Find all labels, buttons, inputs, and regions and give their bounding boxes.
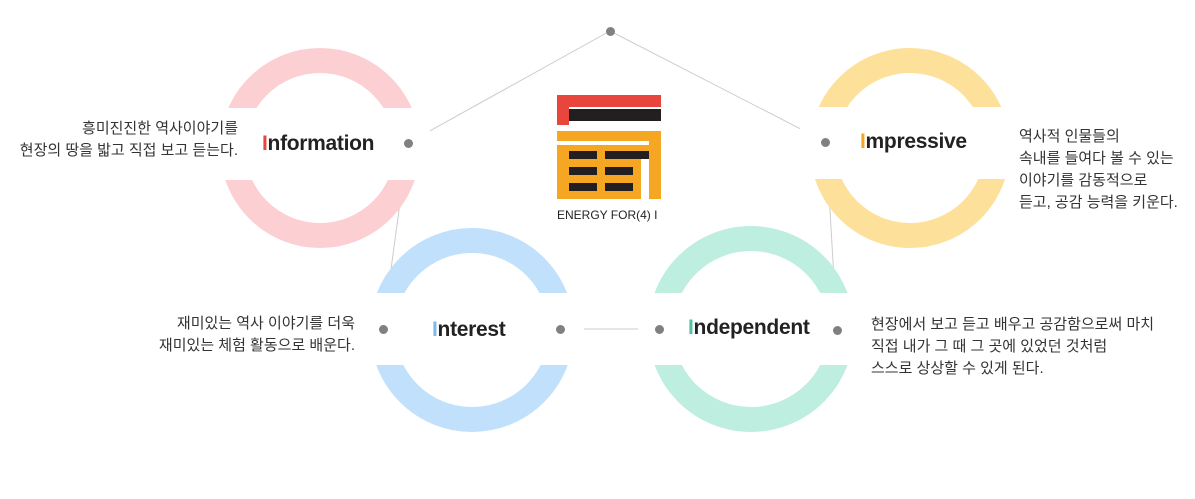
desc-interest: 재미있는 역사 이야기를 더욱 재미있는 체험 활동으로 배운다. bbox=[159, 313, 355, 357]
dot-independent-left bbox=[655, 325, 664, 334]
title-independent-initial: I bbox=[688, 316, 694, 339]
logo-black-bar-1 bbox=[569, 109, 661, 121]
desc-interest-line-2: 재미있는 체험 활동으로 배운다. bbox=[158, 337, 355, 354]
desc-impressive-line-4: 듣고, 공감 능력을 키운다. bbox=[1019, 194, 1178, 211]
desc-impressive-line-2: 속내를 들여다 볼 수 있는 bbox=[1019, 150, 1174, 167]
desc-interest-line-1: 재미있는 역사 이야기를 더욱 bbox=[176, 315, 355, 332]
dot-impressive bbox=[821, 138, 830, 147]
logo-black-bar-2 bbox=[569, 151, 597, 159]
logo-black-bar-4 bbox=[569, 167, 597, 175]
dot-interest-left bbox=[379, 325, 388, 334]
logo-white-gap-2 bbox=[641, 159, 649, 199]
title-information: Information bbox=[262, 132, 375, 156]
desc-independent-line-3: 스스로 상상할 수 있게 된다. bbox=[871, 360, 1044, 377]
title-interest-initial: I bbox=[432, 318, 438, 341]
title-impressive-initial: I bbox=[860, 130, 866, 153]
desc-information-line-2: 현장의 땅을 밟고 직접 보고 듣는다. bbox=[19, 142, 238, 159]
ring-gap-independent bbox=[638, 293, 864, 365]
desc-independent-line-1: 현장에서 보고 듣고 배우고 공감함으로써 마치 bbox=[871, 316, 1155, 333]
desc-independent-line-2: 직접 내가 그 때 그 곳에 있었던 것처럼 bbox=[871, 338, 1108, 355]
title-independent: Independent bbox=[688, 316, 810, 340]
ring-gap-interest bbox=[360, 293, 584, 365]
title-independent-rest: ndependent bbox=[693, 316, 810, 339]
logo-black-bar-7 bbox=[605, 183, 633, 191]
logo-red-hook bbox=[557, 95, 661, 125]
line-top-to-information bbox=[407, 30, 611, 144]
title-impressive: Impressive bbox=[860, 130, 967, 154]
logo-caption: ENERGY FOR(4) I bbox=[557, 208, 658, 222]
title-impressive-rest: mpressive bbox=[865, 130, 968, 153]
title-interest-rest: nterest bbox=[437, 318, 506, 341]
desc-information: 흥미진진한 역사이야기를 현장의 땅을 밟고 직접 보고 듣는다. bbox=[20, 118, 238, 162]
logo-black-bar-6 bbox=[569, 183, 597, 191]
dot-information bbox=[404, 139, 413, 148]
logo-black-bar-5 bbox=[605, 167, 633, 175]
ring-gap-information bbox=[210, 108, 430, 180]
dot-top bbox=[606, 27, 615, 36]
dot-interest-right bbox=[556, 325, 565, 334]
desc-impressive-line-1: 역사적 인물들의 bbox=[1019, 128, 1120, 145]
energy-for-i-logo bbox=[557, 95, 661, 199]
logo-white-gap-1 bbox=[557, 141, 649, 145]
logo-black-bar-3 bbox=[605, 151, 649, 159]
title-interest: Interest bbox=[432, 318, 506, 342]
dot-independent-right bbox=[833, 326, 842, 335]
title-information-rest: nformation bbox=[267, 132, 375, 155]
title-information-initial: I bbox=[262, 132, 268, 155]
line-top-to-impressive bbox=[609, 30, 827, 143]
desc-impressive: 역사적 인물들의 속내를 들여다 볼 수 있는 이야기를 감동적으로 듣고, 공… bbox=[1019, 126, 1178, 214]
desc-information-line-1: 흥미진진한 역사이야기를 bbox=[82, 120, 238, 137]
desc-independent: 현장에서 보고 듣고 배우고 공감함으로써 마치 직접 내가 그 때 그 곳에 … bbox=[871, 314, 1154, 380]
desc-impressive-line-3: 이야기를 감동적으로 bbox=[1019, 172, 1148, 189]
ring-gap-impressive bbox=[800, 107, 1020, 179]
